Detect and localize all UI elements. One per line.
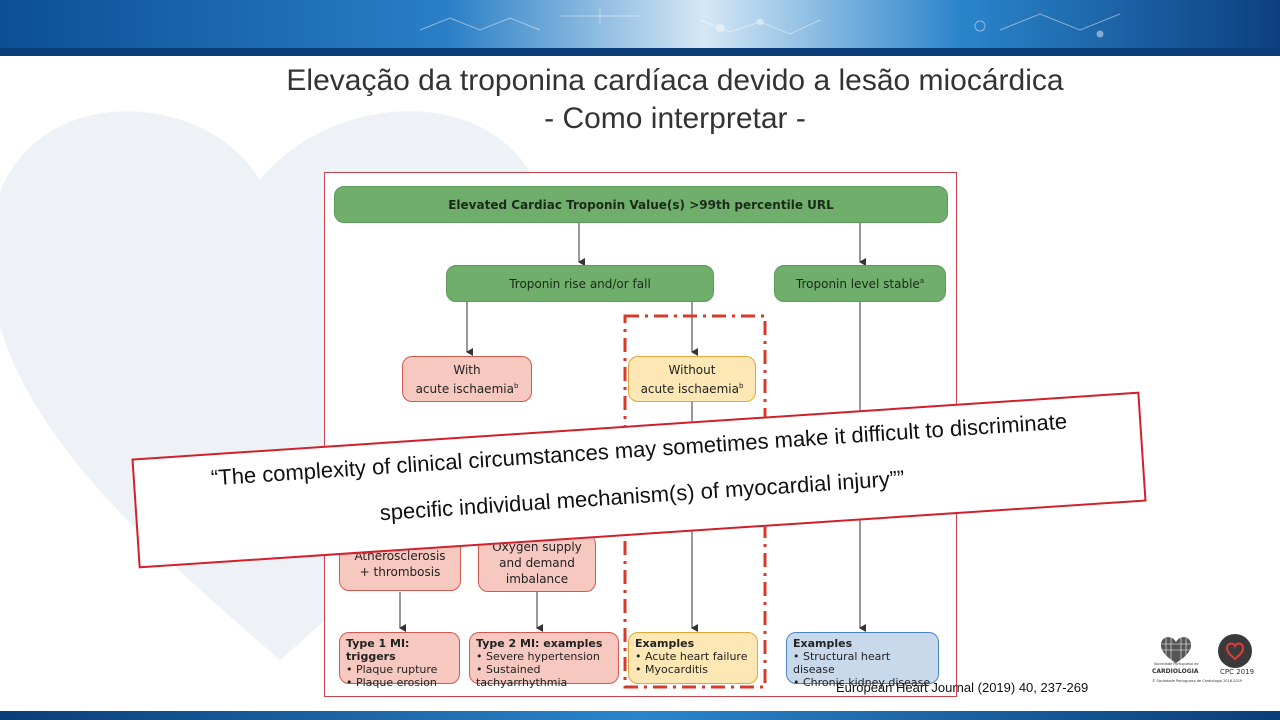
with-line1: With bbox=[453, 362, 481, 377]
type2-head: Type 2 MI: examples bbox=[476, 637, 603, 650]
rise-fall-label: Troponin rise and/or fall bbox=[509, 276, 651, 291]
type1-item-1: • Plaque rupture bbox=[346, 663, 438, 676]
type2-item-1: • Severe hypertension bbox=[476, 650, 600, 663]
type1-item-2: • Plaque erosion bbox=[346, 676, 437, 689]
cpc-name-text: CPC 2019 bbox=[1220, 668, 1255, 676]
oxygen-line3: imbalance bbox=[505, 572, 569, 586]
title-line-2: - Como interpretar - bbox=[544, 102, 806, 135]
type1-head: Type 1 MI: triggers bbox=[346, 637, 410, 663]
troponin-rise-fall-box: Troponin rise and/or fall bbox=[446, 265, 714, 302]
citation: European Heart Journal (2019) 40, 237-26… bbox=[836, 680, 1089, 695]
oxygen-line2: and demand bbox=[499, 556, 575, 570]
elevated-troponin-box: Elevated Cardiac Troponin Value(s) >99th… bbox=[334, 186, 948, 223]
chronic-item-1: • Structural heart disease bbox=[793, 650, 891, 676]
stable-label: Troponin level stablea bbox=[795, 276, 925, 291]
slide-title: Elevação da troponina cardíaca devido a … bbox=[200, 62, 1150, 138]
chronic-injury-examples-box: Examples • Structural heart disease • Ch… bbox=[786, 632, 939, 689]
chronic-item-2: • Chronic kidney disease bbox=[793, 676, 931, 689]
spc-small-text: Sociedade Portuguesa de bbox=[1154, 662, 1199, 666]
troponin-stable-box: Troponin level stablea bbox=[774, 265, 946, 302]
athero-line2: + thrombosis bbox=[359, 564, 441, 579]
top-banner bbox=[0, 0, 1280, 56]
acute-item-1: • Acute heart failure bbox=[635, 650, 748, 663]
without-acute-ischaemia-box: Without acute ischaemiab bbox=[628, 356, 756, 402]
spc-heart-logo bbox=[1160, 637, 1192, 663]
logos: Sociedade Portuguesa de CARDIOLOGIA CPC … bbox=[1150, 632, 1270, 698]
elevated-troponin-label: Elevated Cardiac Troponin Value(s) >99th… bbox=[448, 197, 834, 212]
with-acute-ischaemia-box: With acute ischaemiab bbox=[402, 356, 532, 402]
bottom-strip bbox=[0, 711, 1280, 720]
acute-head: Examples bbox=[635, 637, 695, 650]
oxygen-line1: Oxygen supply bbox=[492, 540, 582, 554]
spc-name-text: CARDIOLOGIA bbox=[1152, 668, 1199, 675]
cpc-heart-logo bbox=[1218, 634, 1252, 668]
without-line1: Without bbox=[668, 362, 716, 377]
type1-mi-box: Type 1 MI: triggers • Plaque rupture • P… bbox=[339, 632, 460, 689]
logo-footer-text: © Sociedade Portuguesa de Cardiologia 20… bbox=[1152, 679, 1243, 683]
title-line-1: Elevação da troponina cardíaca devido a … bbox=[286, 64, 1064, 97]
chronic-head: Examples bbox=[793, 637, 853, 650]
type2-mi-box: Type 2 MI: examples • Severe hypertensio… bbox=[469, 632, 619, 689]
acute-item-2: • Myocarditis bbox=[635, 663, 708, 676]
type2-item-2: • Sustained tachyarrhythmia bbox=[476, 663, 568, 689]
without-line2: acute ischaemiab bbox=[640, 381, 744, 396]
molecule-pattern-decoration bbox=[419, 8, 1121, 38]
with-line2: acute ischaemiab bbox=[415, 381, 519, 396]
acute-injury-examples-box: Examples • Acute heart failure • Myocard… bbox=[628, 632, 758, 684]
